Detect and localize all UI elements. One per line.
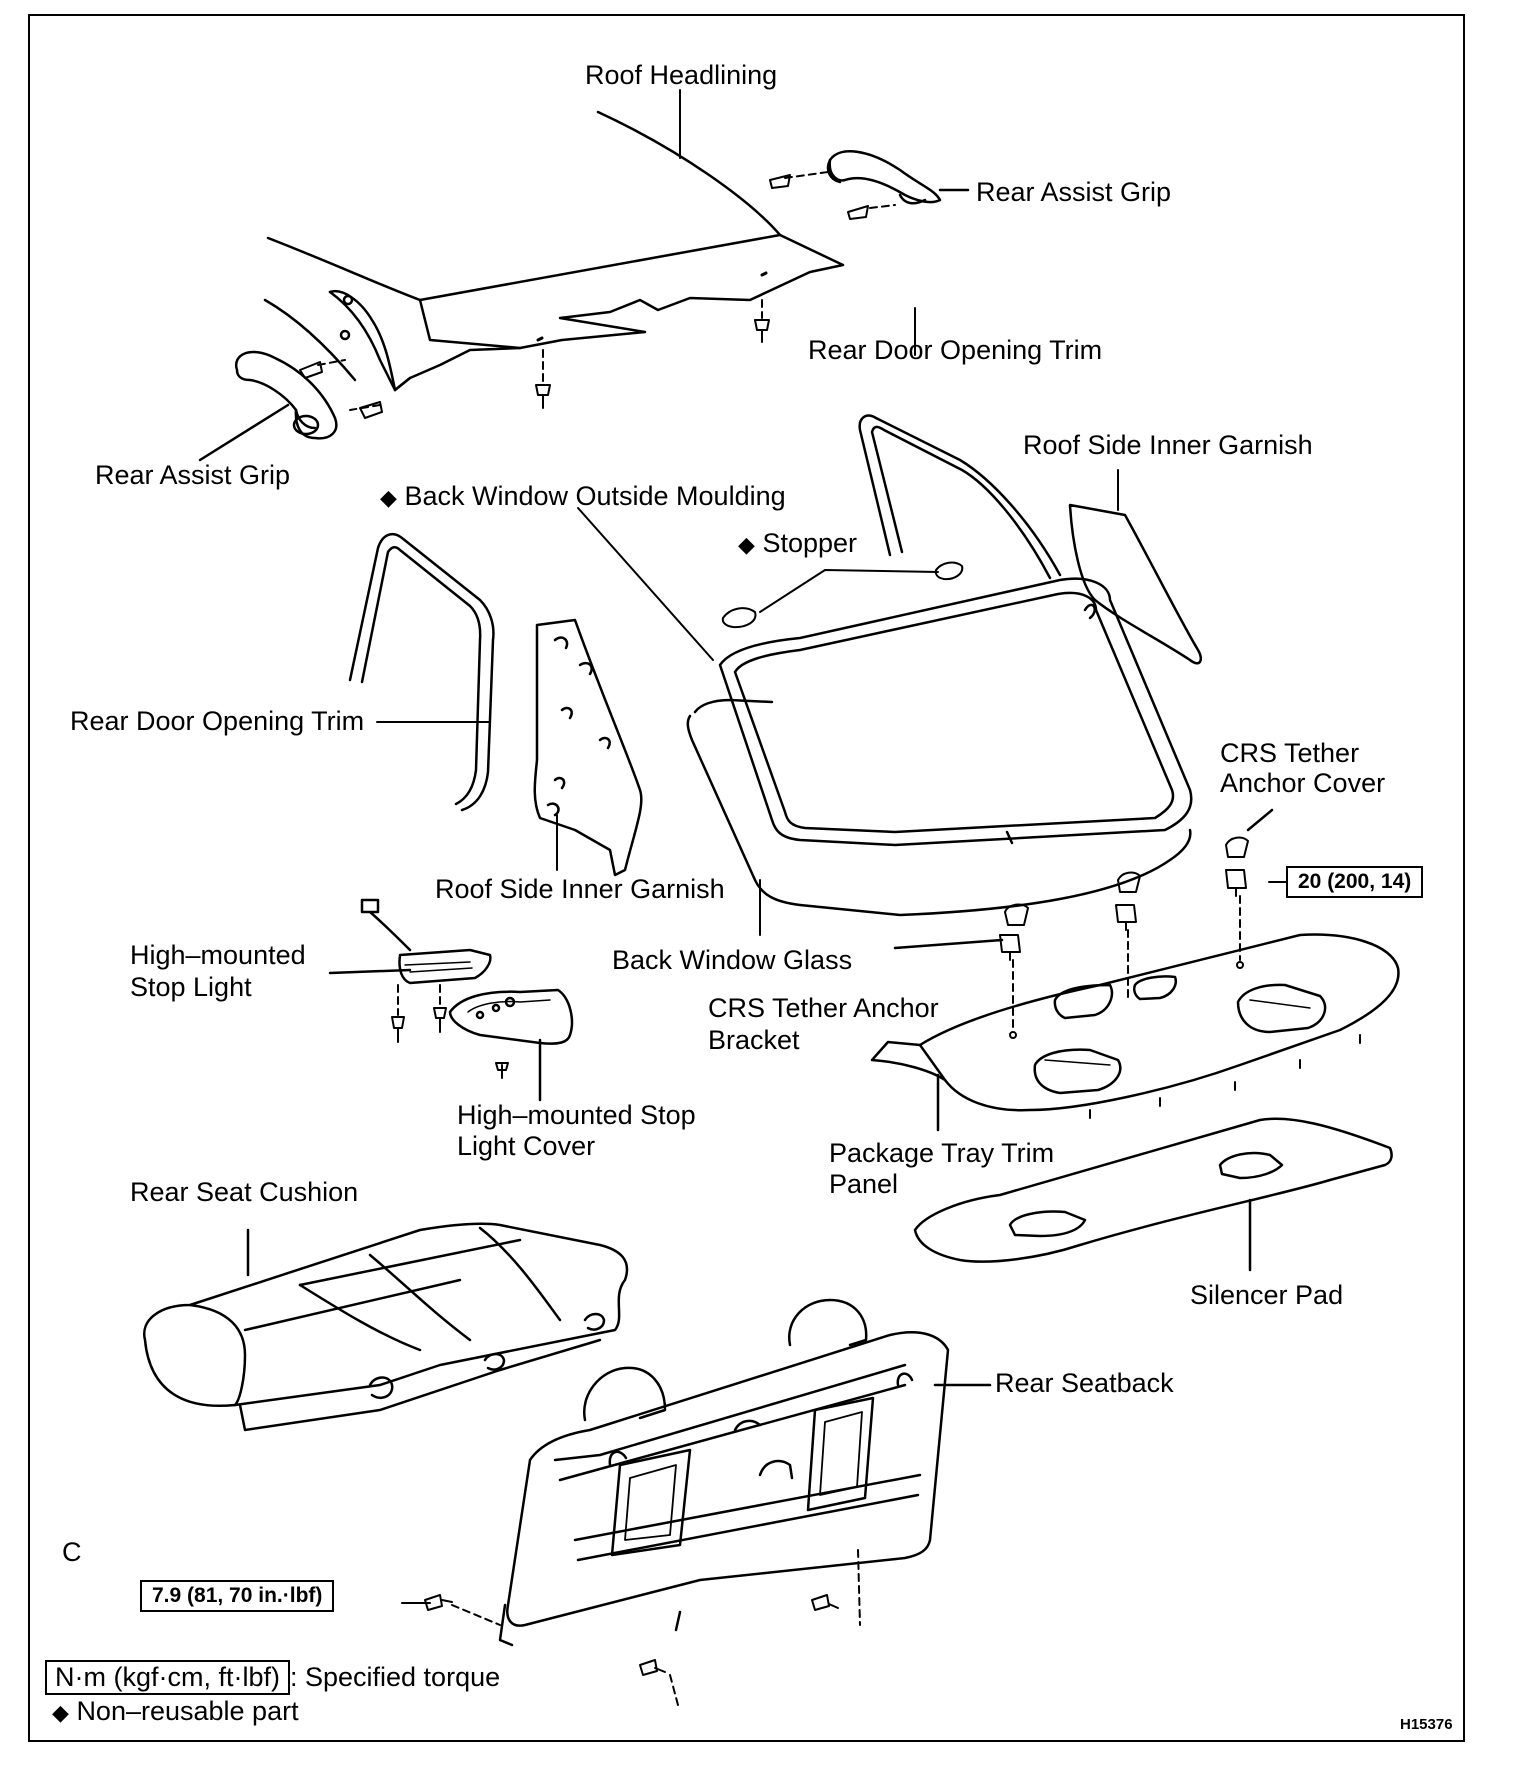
legend-non-reusable: ◆ Non–reusable part bbox=[52, 1696, 299, 1728]
label-rear-seatback: Rear Seatback bbox=[995, 1368, 1174, 1398]
label-crs-tether-anchor-bracket-line1: CRS Tether Anchor bbox=[708, 993, 939, 1023]
high-mounted-stop-light-part bbox=[328, 898, 492, 1043]
label-stop-light-cover-line1: High–mounted Stop bbox=[457, 1100, 696, 1130]
label-high-mounted-stop-light-line1: High–mounted bbox=[130, 940, 306, 970]
label-rear-door-opening-trim-top: Rear Door Opening Trim bbox=[808, 335, 1103, 365]
figure-code: H15376 bbox=[1400, 1716, 1453, 1733]
back-window-glass-part bbox=[686, 698, 1192, 917]
non-reusable-mark: ◆ bbox=[738, 532, 755, 557]
rear-seatback-part bbox=[498, 1298, 992, 1647]
label-high-mounted-stop-light-line2: Stop Light bbox=[130, 972, 252, 1002]
stop-light-cover-part bbox=[448, 988, 574, 1102]
rear-assist-grip-left-part bbox=[198, 350, 383, 462]
label-silencer-pad: Silencer Pad bbox=[1190, 1280, 1344, 1310]
label-package-tray-trim-panel-line2: Panel bbox=[829, 1169, 899, 1199]
back-window-outside-moulding-text: Back Window Outside Moulding bbox=[404, 481, 786, 511]
section-code: C bbox=[62, 1537, 82, 1567]
label-rear-seat-cushion: Rear Seat Cushion bbox=[130, 1177, 359, 1207]
seatback-bolts bbox=[424, 1549, 861, 1706]
rear-door-opening-trim-top-part bbox=[858, 414, 1062, 580]
label-crs-tether-anchor-cover-line1: CRS Tether bbox=[1220, 738, 1360, 768]
label-roof-side-inner-garnish-left: Roof Side Inner Garnish bbox=[435, 874, 725, 904]
legend-torque-unit: N·m (kgf·cm, ft·lbf) bbox=[45, 1660, 290, 1695]
legend-torque-desc: : Specified torque bbox=[289, 1662, 501, 1692]
roof-headlining-part bbox=[263, 110, 845, 392]
label-rear-assist-grip-left: Rear Assist Grip bbox=[95, 460, 291, 490]
legend-non-reusable-desc: Non–reusable part bbox=[76, 1696, 299, 1726]
label-roof-side-inner-garnish-right: Roof Side Inner Garnish bbox=[1023, 430, 1313, 460]
stopper-text: Stopper bbox=[762, 528, 858, 558]
non-reusable-mark: ◆ bbox=[52, 1700, 69, 1725]
label-package-tray-trim-panel-line1: Package Tray Trim bbox=[829, 1138, 1055, 1168]
rear-assist-grip-right-part bbox=[769, 150, 970, 220]
label-crs-tether-anchor-cover-line2: Anchor Cover bbox=[1220, 768, 1386, 798]
legend-torque: N·m (kgf·cm, ft·lbf): Specified torque bbox=[45, 1660, 500, 1695]
label-stopper: ◆ Stopper bbox=[738, 528, 857, 560]
diagram-frame bbox=[28, 14, 1465, 1742]
rear-door-opening-trim-left-part bbox=[348, 532, 495, 812]
leader-lines bbox=[376, 89, 1292, 1604]
torque-anchor-bolt: 20 (200, 14) bbox=[1286, 866, 1424, 898]
silencer-pad-part bbox=[913, 1117, 1393, 1272]
stopper-parts bbox=[721, 561, 964, 629]
back-window-outside-moulding-part bbox=[718, 577, 1193, 847]
torque-seatback-bolt: 7.9 (81, 70 in.·lbf) bbox=[140, 1580, 335, 1612]
package-tray-trim-panel-part bbox=[870, 933, 1400, 1132]
label-roof-headlining: Roof Headlining bbox=[585, 60, 778, 90]
crs-tether-anchor-parts bbox=[893, 808, 1274, 1039]
label-crs-tether-anchor-bracket-line2: Bracket bbox=[708, 1025, 800, 1055]
label-back-window-glass: Back Window Glass bbox=[612, 945, 853, 975]
headlining-screws bbox=[535, 299, 770, 409]
non-reusable-mark: ◆ bbox=[380, 485, 397, 510]
label-back-window-outside-moulding: ◆ Back Window Outside Moulding bbox=[380, 481, 786, 513]
label-rear-assist-grip-right: Rear Assist Grip bbox=[976, 177, 1172, 207]
roof-side-inner-garnish-left-part bbox=[533, 618, 643, 877]
roof-side-inner-garnish-right-part bbox=[1068, 503, 1202, 665]
label-rear-door-opening-trim-left: Rear Door Opening Trim bbox=[70, 706, 365, 736]
label-stop-light-cover-line2: Light Cover bbox=[457, 1131, 596, 1161]
rear-seat-cushion-part bbox=[142, 1222, 629, 1432]
